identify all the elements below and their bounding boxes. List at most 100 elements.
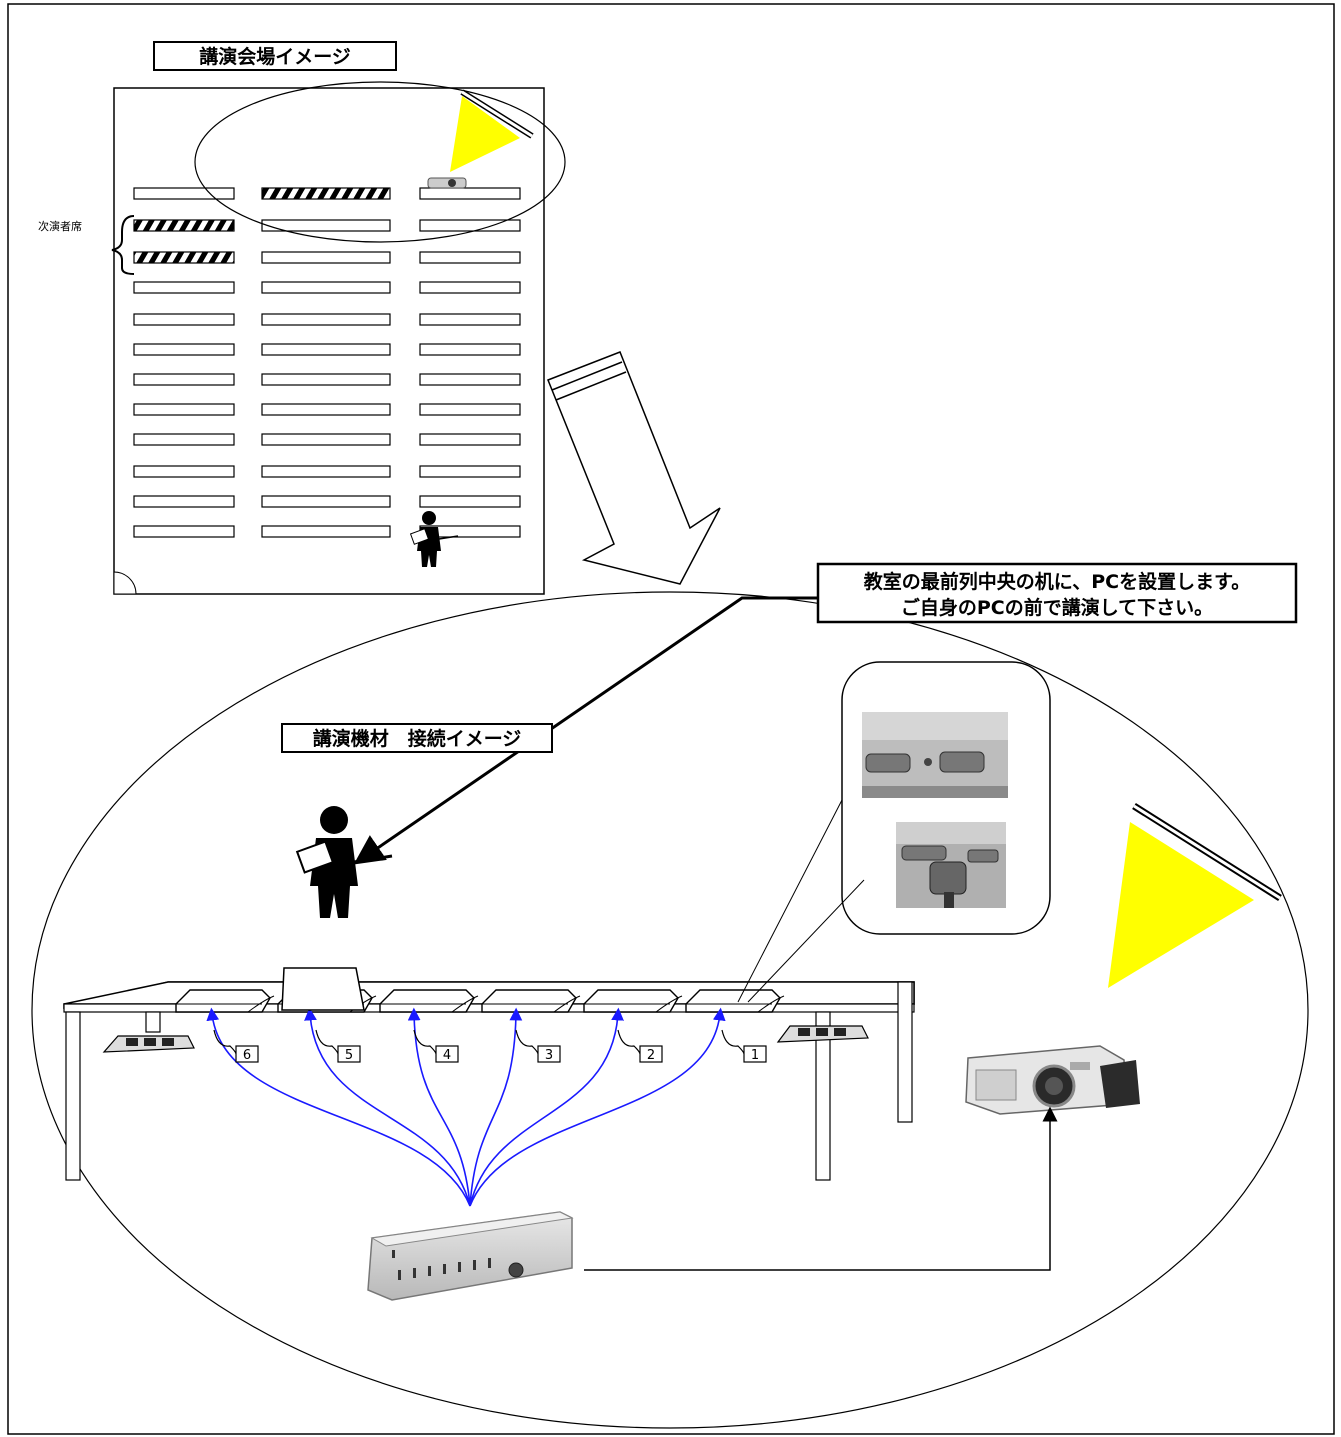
desk bbox=[133, 281, 235, 294]
pc-number-tag: 6 bbox=[213, 1029, 259, 1063]
cable bbox=[469, 1007, 624, 1207]
desk bbox=[261, 465, 391, 478]
connector-photo-bubble bbox=[737, 661, 1051, 1003]
projector-icon-small bbox=[427, 177, 467, 189]
next-speaker-label: 次演者席 bbox=[38, 219, 82, 233]
laptop-icon-open bbox=[281, 967, 365, 1011]
cable bbox=[469, 1007, 523, 1207]
desk bbox=[261, 495, 391, 508]
desk bbox=[261, 343, 391, 356]
desk-rows bbox=[133, 187, 521, 538]
pc-number-tags: 6 5 4 3 2 1 bbox=[213, 1029, 767, 1063]
cable-bundle bbox=[206, 1007, 726, 1207]
callout-pointer bbox=[353, 596, 818, 865]
desk bbox=[133, 373, 235, 386]
desk bbox=[261, 281, 391, 294]
door-icon bbox=[113, 571, 137, 595]
venue-plan: 講演会場イメージ 次演者席 bbox=[38, 41, 566, 595]
pc-number-label: 2 bbox=[647, 1048, 655, 1063]
laptop-icon bbox=[481, 989, 581, 1013]
power-strip-right bbox=[776, 1025, 869, 1043]
desk bbox=[133, 495, 235, 508]
desk bbox=[261, 433, 391, 446]
laptop-icon bbox=[583, 989, 683, 1013]
desk bbox=[419, 313, 521, 326]
desk bbox=[133, 251, 235, 264]
desk bbox=[133, 187, 235, 200]
switcher-button bbox=[488, 1258, 491, 1268]
stage-area bbox=[194, 81, 566, 243]
room-outline bbox=[113, 87, 545, 595]
projector-icon bbox=[965, 1045, 1140, 1115]
next-speaker-brace bbox=[111, 215, 135, 275]
pc-number-label: 1 bbox=[751, 1048, 759, 1063]
desk bbox=[261, 403, 391, 416]
laptop-icon bbox=[379, 989, 479, 1013]
switcher-button bbox=[458, 1262, 461, 1272]
cable bbox=[469, 1007, 726, 1207]
switcher-button bbox=[398, 1270, 401, 1280]
desk bbox=[133, 313, 235, 326]
port-photo bbox=[862, 712, 1008, 798]
equipment-title: 講演機材 接続イメージ bbox=[313, 727, 522, 750]
desk bbox=[261, 187, 391, 200]
desk bbox=[261, 219, 391, 232]
desk bbox=[419, 343, 521, 356]
switcher-button bbox=[428, 1266, 431, 1276]
switcher-icon bbox=[367, 1211, 574, 1301]
callout-line-2: ご自身のPCの前で講演して下さい。 bbox=[901, 596, 1213, 619]
desk bbox=[133, 343, 235, 356]
pc-number-tag: 1 bbox=[721, 1029, 767, 1063]
callout-box bbox=[816, 562, 1298, 624]
switcher-button bbox=[413, 1268, 416, 1278]
desk bbox=[419, 465, 521, 478]
equipment-title-box bbox=[281, 723, 553, 753]
laptop-icon bbox=[175, 989, 275, 1013]
switcher-leds bbox=[392, 1250, 491, 1280]
desk bbox=[419, 251, 521, 264]
callout-line-1: 教室の最前列中央の机に、PCを設置します。 bbox=[864, 570, 1250, 593]
pc-number-label: 5 bbox=[345, 1048, 353, 1063]
screen-light-small bbox=[450, 96, 520, 172]
desk bbox=[261, 313, 391, 326]
switcher-led bbox=[392, 1250, 395, 1258]
cable bbox=[407, 1007, 471, 1207]
callout: 教室の最前列中央の机に、PCを設置します。 ご自身のPCの前で講演して下さい。 bbox=[353, 562, 1298, 865]
speaker-icon bbox=[295, 806, 393, 918]
laptop-icon bbox=[685, 989, 785, 1013]
pc-number-label: 4 bbox=[443, 1048, 451, 1063]
desk bbox=[419, 373, 521, 386]
switcher-projector-cable bbox=[584, 1106, 1058, 1271]
pc-number-tag: 5 bbox=[315, 1029, 361, 1063]
desk bbox=[419, 495, 521, 508]
pc-number-label: 6 bbox=[243, 1048, 251, 1063]
switcher-button bbox=[443, 1264, 446, 1274]
desk bbox=[133, 219, 235, 232]
cable bbox=[206, 1007, 471, 1207]
desk bbox=[419, 281, 521, 294]
cable bbox=[304, 1007, 471, 1207]
pc-number-label: 3 bbox=[545, 1048, 553, 1063]
desk bbox=[419, 403, 521, 416]
desk bbox=[133, 433, 235, 446]
desk bbox=[419, 219, 521, 232]
switcher-button bbox=[473, 1260, 476, 1270]
direction-arrow bbox=[547, 351, 721, 585]
desk bbox=[419, 187, 521, 200]
power-strip-left bbox=[102, 1035, 195, 1053]
plug-photo bbox=[896, 822, 1006, 908]
venue-title: 講演会場イメージ bbox=[199, 45, 351, 68]
pc-number-tag: 2 bbox=[617, 1029, 663, 1063]
screen-light-large bbox=[1108, 822, 1254, 988]
venue-title-box bbox=[153, 41, 397, 71]
outer-frame bbox=[7, 3, 1335, 1435]
desk bbox=[261, 251, 391, 264]
desk bbox=[133, 525, 235, 538]
desk bbox=[419, 433, 521, 446]
pc-number-tag: 4 bbox=[413, 1029, 459, 1063]
desk bbox=[133, 403, 235, 416]
pc-number-tag: 3 bbox=[515, 1029, 561, 1063]
desk bbox=[133, 465, 235, 478]
